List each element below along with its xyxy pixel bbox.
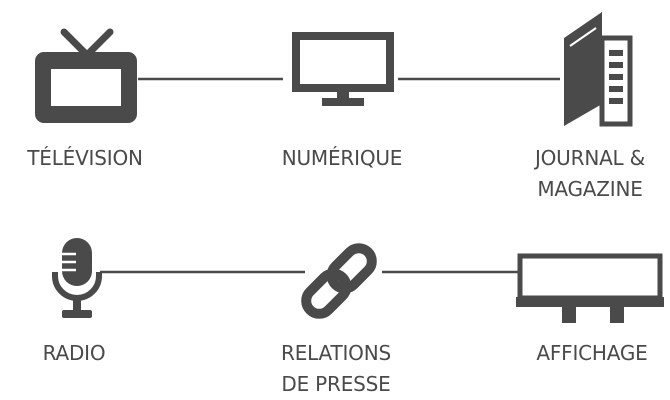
label-numerique: NUMÉRIQUE bbox=[281, 146, 403, 170]
billboard-icon bbox=[516, 253, 664, 323]
label-television: TÉLÉVISION bbox=[27, 146, 143, 170]
label-relations-de-presse: RELATIONS DE PRESSE bbox=[281, 341, 391, 396]
tv-icon bbox=[34, 22, 140, 126]
label-radio: RADIO bbox=[42, 341, 106, 365]
monitor-icon bbox=[290, 32, 396, 108]
label-affichage: AFFICHAGE bbox=[536, 341, 648, 365]
newspaper-icon bbox=[558, 10, 634, 127]
label-journal-magazine: JOURNAL & MAGAZINE bbox=[534, 146, 646, 201]
chain-link-icon bbox=[296, 238, 382, 324]
microphone-icon bbox=[52, 238, 102, 322]
